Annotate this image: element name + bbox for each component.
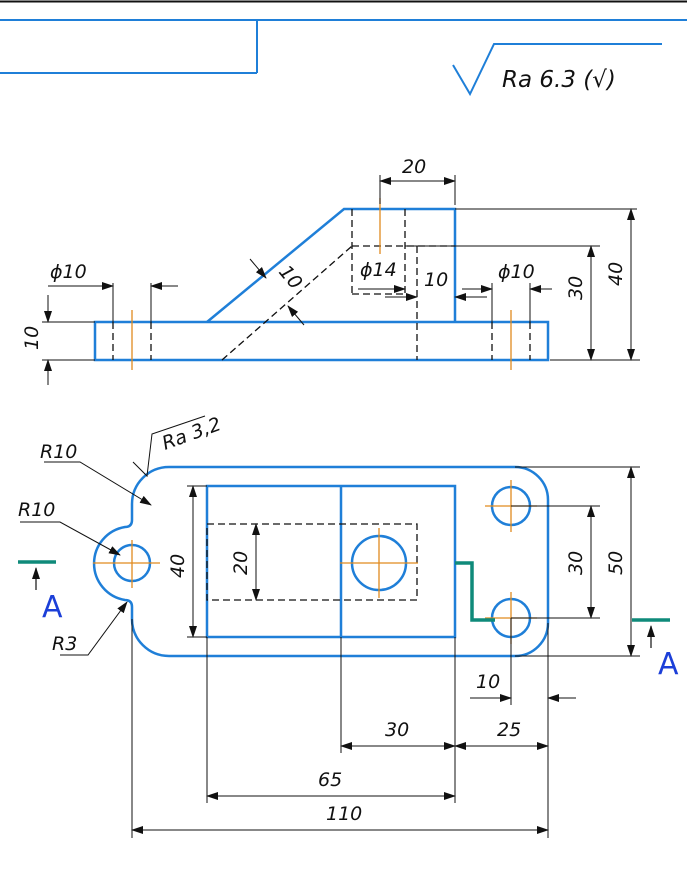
dim-top-width: 20	[402, 156, 426, 178]
dim-len-110: 110	[326, 803, 362, 825]
dim-hole-right: ϕ10	[498, 261, 535, 283]
dim-wall: 10	[424, 269, 448, 291]
dim-rib: 10	[274, 261, 306, 294]
section-label-right: A	[658, 647, 679, 682]
general-roughness-text: Ra 6.3 (√)	[502, 67, 616, 93]
front-view-hidden-lines	[112, 209, 531, 361]
dim-slot-20: 20	[230, 551, 252, 575]
dim-hole-left: ϕ10	[50, 261, 87, 283]
dim-r-boss: R10	[18, 499, 55, 521]
dim-hole-mid: ϕ14	[360, 259, 397, 281]
dim-spacing-30: 30	[565, 551, 587, 575]
dim-len-65: 65	[318, 769, 342, 791]
dim-height-40: 40	[605, 262, 627, 286]
front-view-outline	[93, 207, 550, 362]
section-label-left: A	[42, 590, 63, 625]
front-view: 20 ϕ10 ϕ14 10 ϕ10 10 30 40 10	[21, 156, 640, 385]
dim-base-thickness: 10	[21, 326, 43, 350]
front-view-axes	[131, 198, 512, 370]
top-view-dimension-lines	[20, 415, 640, 838]
top-view: A A	[18, 413, 679, 838]
dim-offset-10: 10	[476, 671, 500, 693]
title-block	[0, 0, 687, 74]
top-view-hidden-slot	[206, 523, 418, 601]
general-roughness-symbol: Ra 6.3 (√)	[452, 43, 662, 97]
dim-width-40: 40	[167, 554, 189, 578]
dim-len-25: 25	[497, 719, 521, 741]
dim-len-30: 30	[385, 719, 409, 741]
dim-width-50: 50	[605, 551, 627, 575]
dim-r-fillet: R3	[52, 633, 77, 655]
top-view-outline	[92, 465, 550, 658]
surface-roughness-text: Ra 3,2	[159, 413, 224, 455]
dim-height-30: 30	[565, 276, 587, 300]
section-cut-line	[18, 560, 670, 648]
front-view-dimension-lines	[42, 175, 640, 385]
dim-r-outer: R10	[40, 441, 77, 463]
